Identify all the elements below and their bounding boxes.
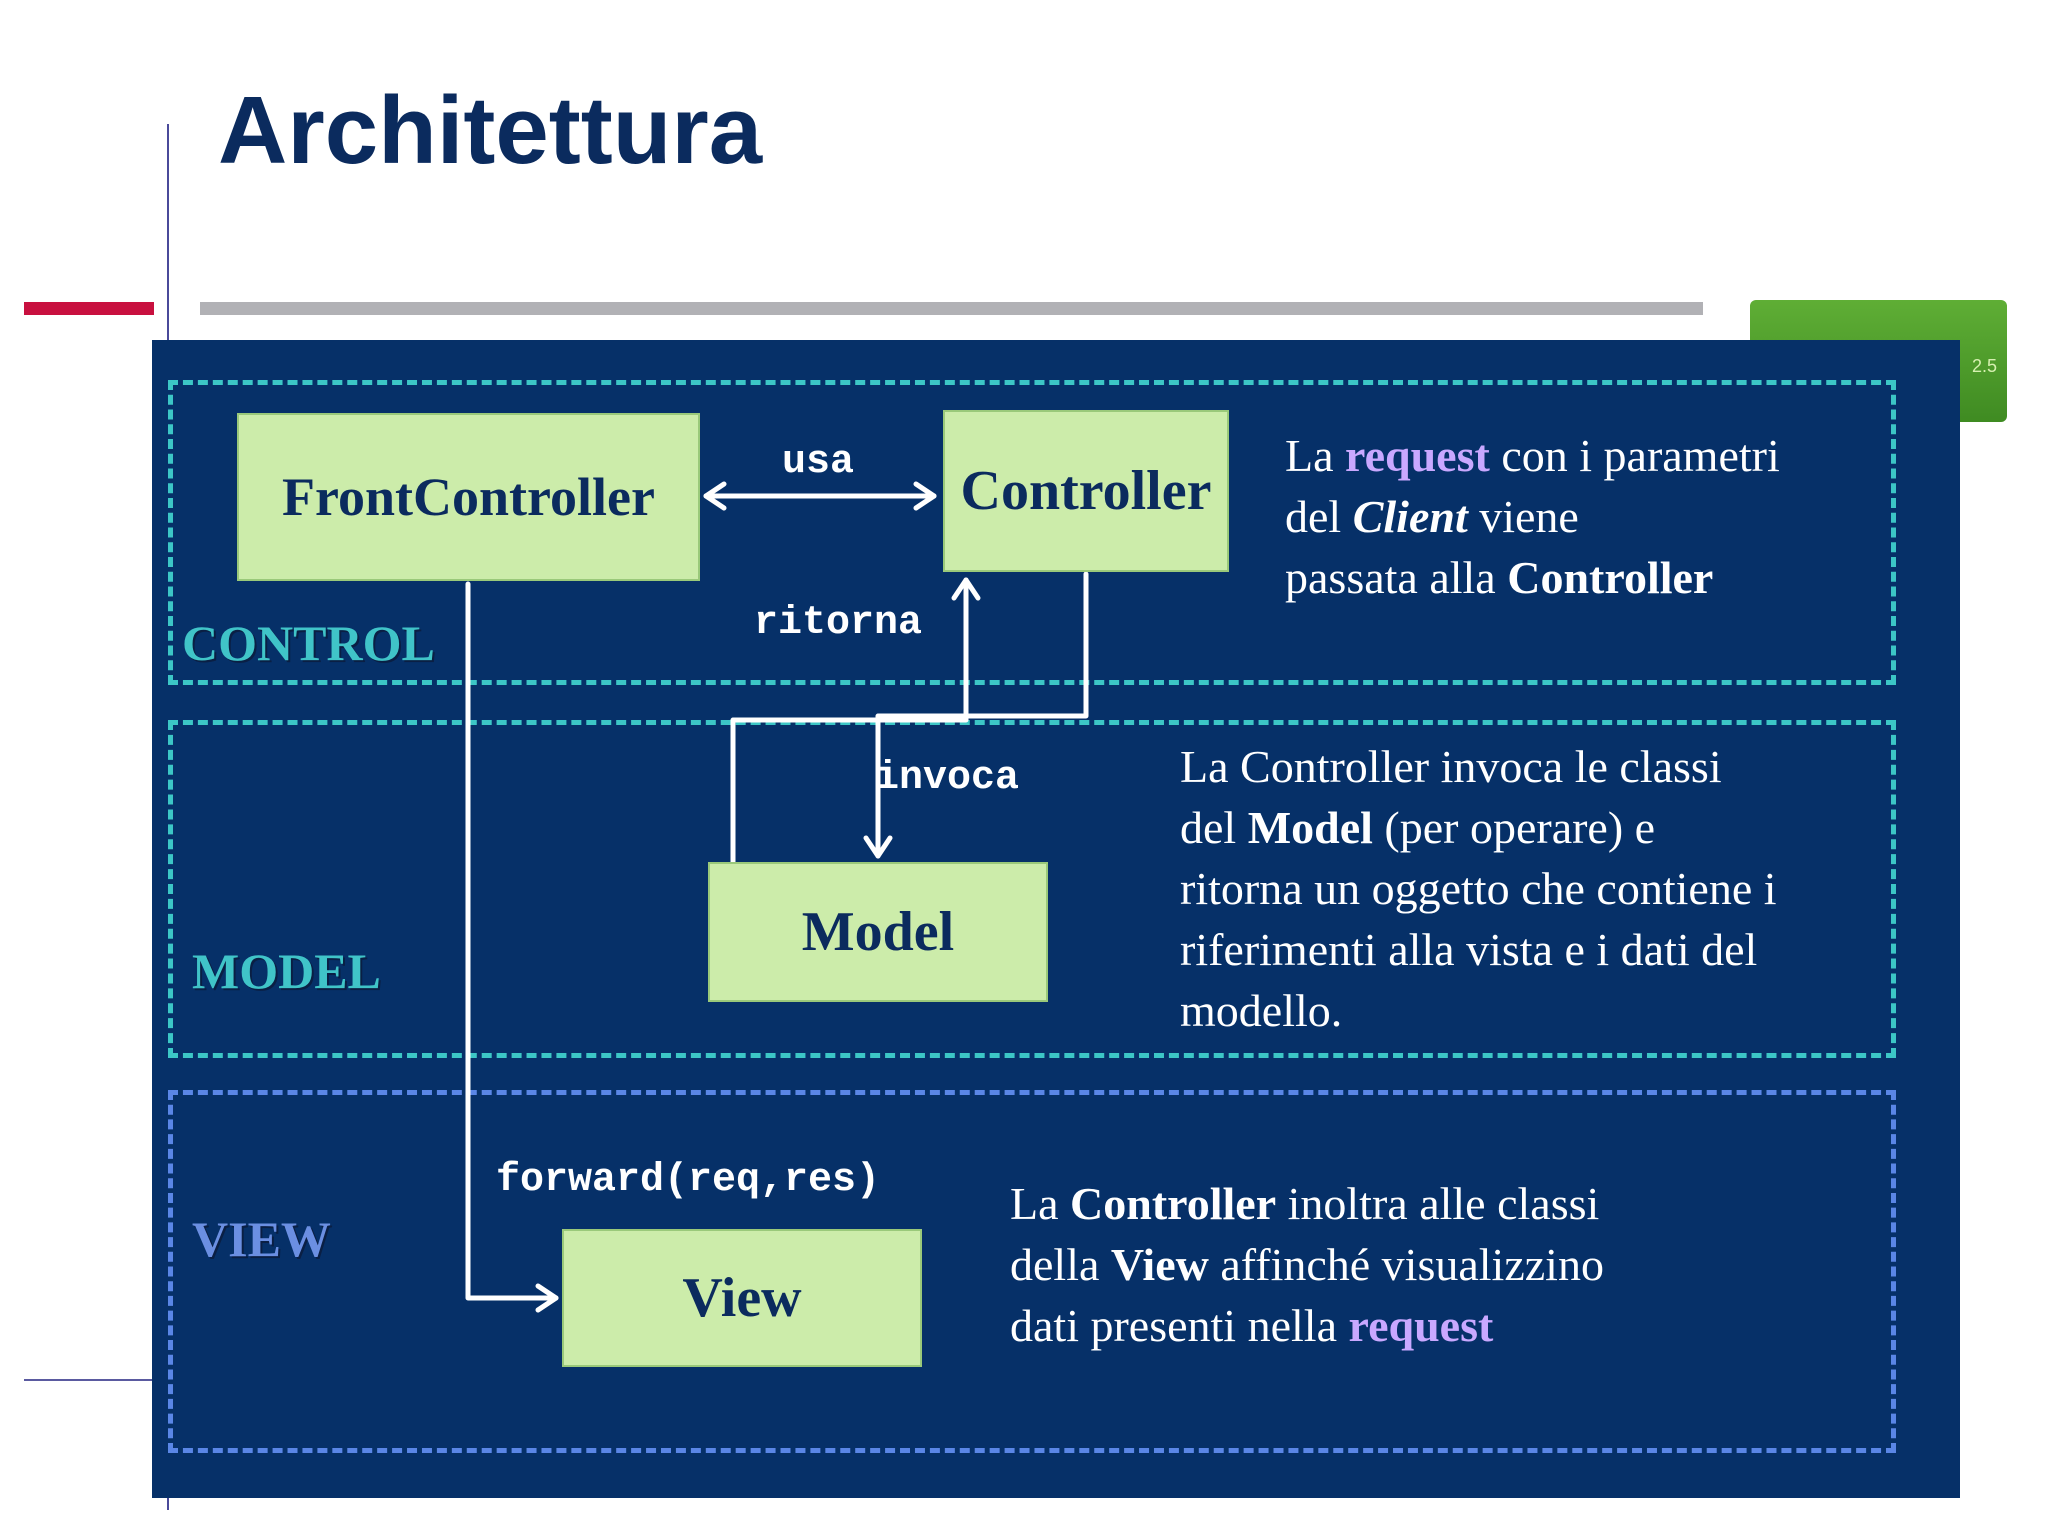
request-highlight: request [1345, 430, 1490, 481]
logo-version: 2.5 [1972, 356, 1998, 376]
view-box: View [562, 1229, 922, 1367]
control-zone-label: CONTROL [182, 615, 435, 671]
controller-box: Controller [943, 410, 1229, 572]
forward-label: forward(req,res) [496, 1158, 881, 1203]
usa-label: usa [782, 440, 855, 485]
model-description: La Controller invoca le classi del Model… [1180, 741, 1777, 1036]
client-emphasis: Client [1352, 491, 1468, 542]
view-zone [168, 1090, 1896, 1453]
bottom-left-rule [24, 1379, 154, 1381]
model-box: Model [708, 862, 1048, 1002]
red-accent-bar [24, 302, 154, 315]
gray-title-underline [200, 302, 1703, 315]
request-highlight: request [1348, 1300, 1494, 1351]
view-zone-label: VIEW [192, 1211, 331, 1267]
control-description: La request con i parametri del Client vi… [1285, 430, 1780, 603]
ritorna-label: ritorna [754, 601, 923, 646]
view-description: La Controller inoltra alle classi della … [1010, 1178, 1604, 1351]
slide-title: Architettura [218, 77, 763, 184]
invoca-label: invoca [875, 756, 1020, 801]
model-zone-label: MODEL [192, 943, 381, 999]
frontcontroller-box: FrontController [237, 413, 700, 581]
